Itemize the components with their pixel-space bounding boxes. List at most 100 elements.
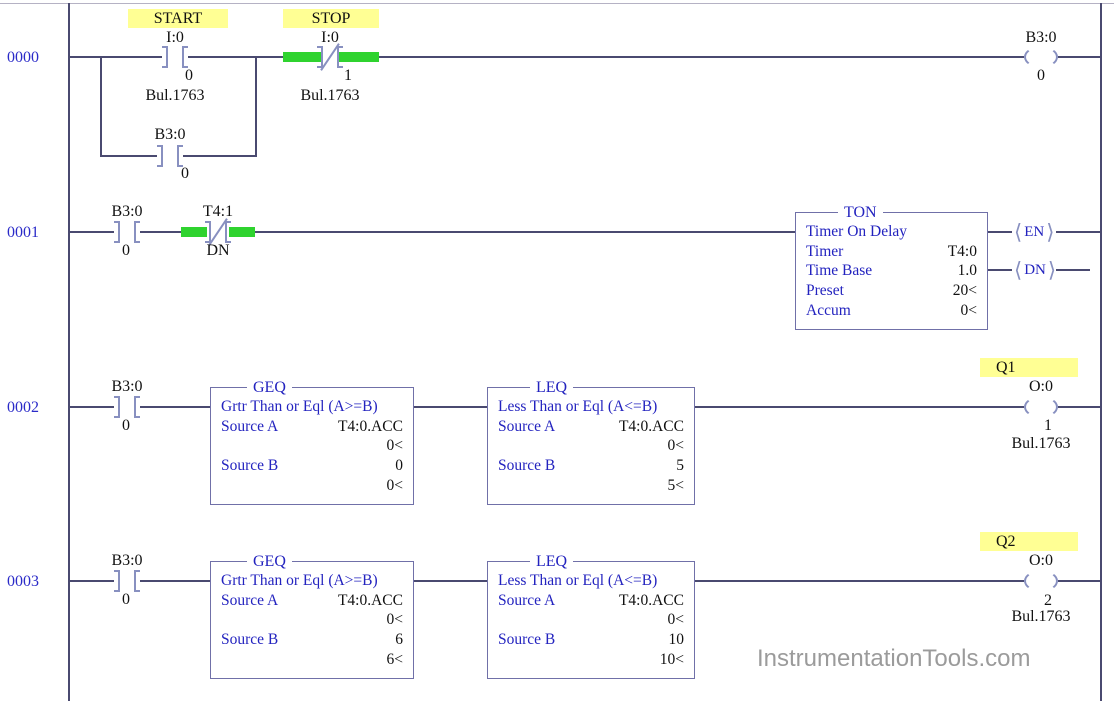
wire xyxy=(1056,269,1090,271)
wire xyxy=(68,580,114,582)
b3-no-contact[interactable] xyxy=(114,570,140,592)
leq-source-a-value: T4:0.ACC xyxy=(618,591,684,609)
geq-instruction-block[interactable]: GEQ Grtr Than or Eql (A>=B) Source A T4:0… xyxy=(210,379,414,505)
timer-contact-address-label: T4:1 xyxy=(202,203,234,220)
stop-tag-highlight: STOP xyxy=(283,9,379,28)
wire xyxy=(68,406,114,408)
output-coil[interactable] xyxy=(1024,46,1058,68)
wire xyxy=(379,56,1024,58)
wire xyxy=(695,406,1024,408)
dn-label: DN xyxy=(1024,261,1046,278)
top-border-line xyxy=(0,3,1114,4)
output-coil[interactable] xyxy=(1024,570,1058,592)
ton-timer-value: T4:0 xyxy=(947,242,977,260)
stop-bulletin-label: Bul.1763 xyxy=(300,87,360,104)
ton-title: TON xyxy=(838,204,883,221)
coil-bracket-icon: ⟩ xyxy=(1047,258,1057,282)
contact-bar-icon xyxy=(134,221,140,243)
coil-address-label: O:0 xyxy=(1029,378,1053,395)
contact-bar-icon xyxy=(114,221,120,243)
geq-source-a-value: T4:0.ACC xyxy=(337,591,403,609)
contact-bit-label: 0 xyxy=(122,591,130,608)
wire xyxy=(1056,231,1100,233)
contact-bar-icon xyxy=(182,46,188,68)
coil-bracket-icon: ⟨ xyxy=(1014,220,1023,244)
stop-bit-label: 1 xyxy=(344,67,352,84)
leq-source-b-acc: 10< xyxy=(659,651,684,669)
start-no-contact[interactable] xyxy=(162,46,188,68)
start-bit-label: 0 xyxy=(185,67,193,84)
leq-title: LEQ xyxy=(530,553,574,570)
contact-bar-icon xyxy=(177,145,183,167)
stop-nc-contact[interactable] xyxy=(317,43,343,71)
right-power-rail xyxy=(1100,3,1102,701)
start-tag-highlight: START xyxy=(128,9,228,28)
ton-timer-label: Timer xyxy=(806,242,844,260)
start-bulletin-label: Bul.1763 xyxy=(145,87,205,104)
coil-bulletin-label: Bul.1763 xyxy=(1011,608,1071,625)
geq-source-b-label: Source B xyxy=(221,631,279,649)
ton-preset-value: 20< xyxy=(952,282,977,300)
leq-source-a-acc: 0< xyxy=(667,611,685,629)
leq-source-b-label: Source B xyxy=(498,631,556,649)
timer-nc-contact[interactable] xyxy=(205,218,231,246)
wire xyxy=(255,231,795,233)
power-flow-highlight xyxy=(229,227,255,237)
en-label: EN xyxy=(1024,223,1045,240)
contact-bar-icon xyxy=(162,46,168,68)
wire xyxy=(414,406,487,408)
q1-tag-highlight: Q1 xyxy=(980,358,1078,377)
wire xyxy=(68,231,114,233)
leq-source-a-acc: 0< xyxy=(667,437,685,455)
ton-preset-label: Preset xyxy=(806,282,844,300)
seal-no-contact[interactable] xyxy=(157,145,183,167)
power-flow-highlight xyxy=(181,227,207,237)
b3-no-contact[interactable] xyxy=(114,396,140,418)
contact-bar-icon xyxy=(337,46,343,68)
ton-timebase-value: 1.0 xyxy=(957,262,977,280)
wire xyxy=(695,580,1024,582)
ton-accum-label: Accum xyxy=(806,302,851,320)
leq-description: Less Than or Eql (A<=B) xyxy=(498,397,658,415)
power-flow-highlight xyxy=(283,52,323,62)
wire xyxy=(140,580,210,582)
geq-source-a-label: Source A xyxy=(221,417,279,435)
dn-output-coil[interactable]: ⟨ DN ⟩ xyxy=(1012,259,1058,281)
contact-address-label: B3:0 xyxy=(111,378,143,395)
geq-source-b-label: Source B xyxy=(221,457,279,475)
rung-number-0002[interactable]: 0002 xyxy=(7,399,39,416)
rung-number-0000[interactable]: 0000 xyxy=(7,49,39,66)
rung-number-0003[interactable]: 0003 xyxy=(7,573,39,590)
geq-source-a-value: T4:0.ACC xyxy=(337,417,403,435)
coil-bulletin-label: Bul.1763 xyxy=(1011,435,1071,452)
geq-title: GEQ xyxy=(247,553,292,570)
b3-no-contact[interactable] xyxy=(114,221,140,243)
rung-number-0001[interactable]: 0001 xyxy=(7,224,39,241)
wire xyxy=(1058,580,1100,582)
geq-source-b-acc: 0< xyxy=(386,477,404,495)
ton-accum-value: 0< xyxy=(960,302,978,320)
geq-source-b-value: 0 xyxy=(395,457,403,475)
coil-bit-label: 0 xyxy=(1037,67,1045,84)
output-coil[interactable] xyxy=(1024,396,1058,418)
leq-source-a-label: Source A xyxy=(498,591,556,609)
leq-source-b-value: 10 xyxy=(668,631,685,649)
branch-wire xyxy=(183,155,257,157)
coil-bracket-icon: ⟨ xyxy=(1014,258,1023,282)
coil-bit-label: 1 xyxy=(1044,417,1052,434)
contact-address-label: B3:0 xyxy=(111,203,143,220)
leq-source-b-value: 5 xyxy=(676,457,684,475)
en-output-coil[interactable]: ⟨ EN ⟩ xyxy=(1012,221,1056,243)
contact-bar-icon xyxy=(134,570,140,592)
coil-bit-label: 2 xyxy=(1044,592,1052,609)
geq-title: GEQ xyxy=(247,379,292,396)
contact-bar-icon xyxy=(317,46,323,68)
contact-bar-icon xyxy=(134,396,140,418)
wire xyxy=(988,231,1012,233)
geq-description: Grtr Than or Eql (A>=B) xyxy=(221,397,378,415)
